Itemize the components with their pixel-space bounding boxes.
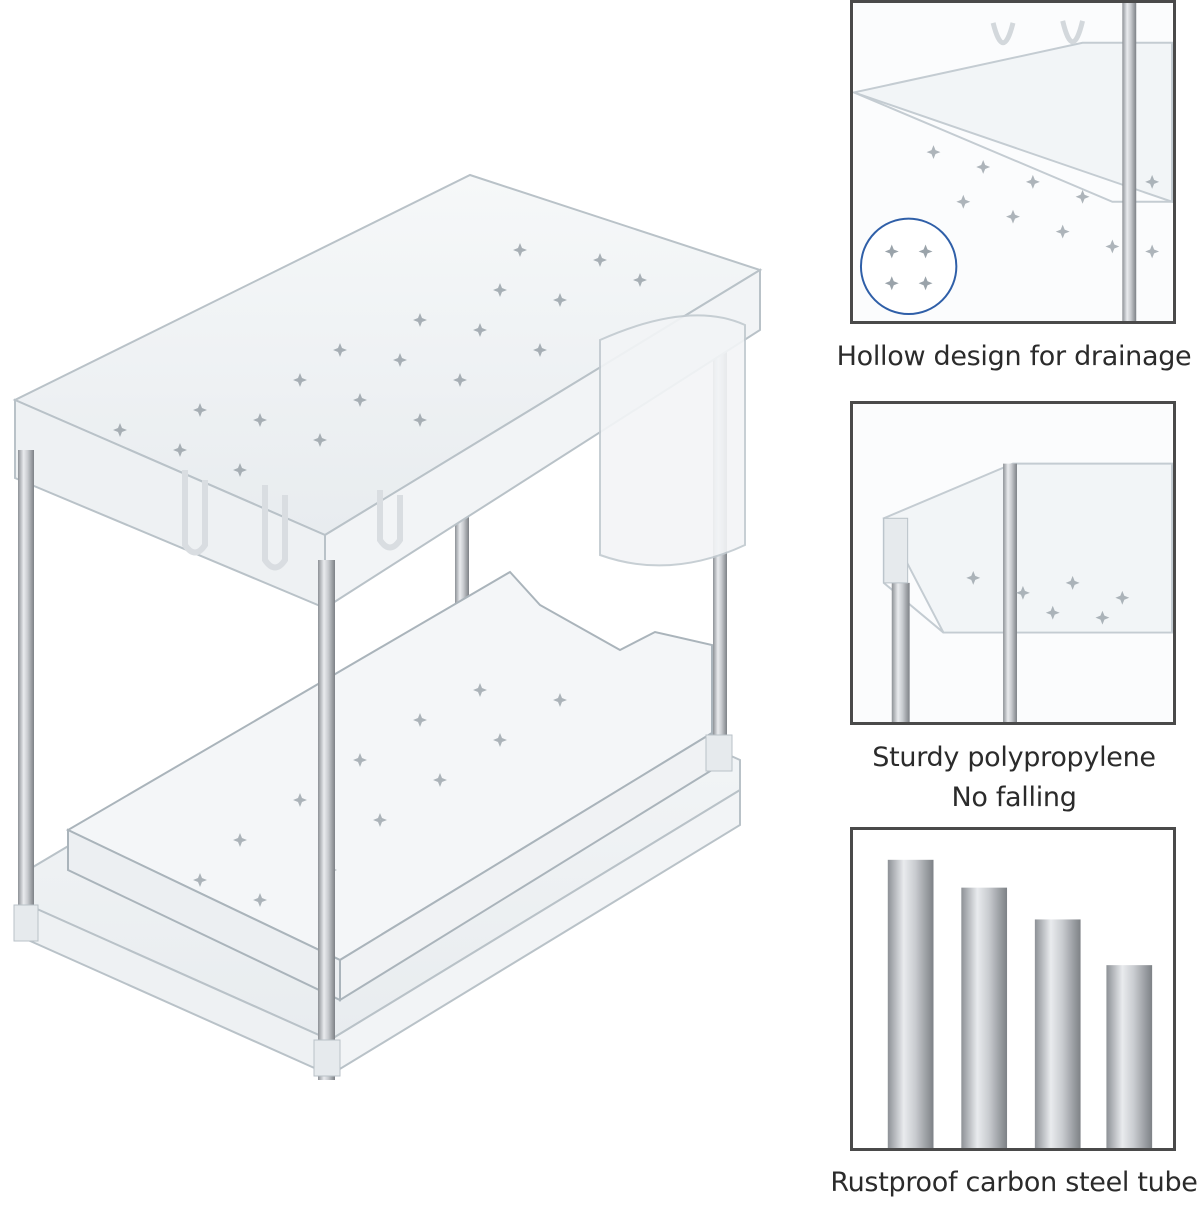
material-closeup-image bbox=[854, 404, 1173, 722]
organizer-rack-image bbox=[12, 173, 763, 1080]
zoom-circle-icon bbox=[859, 217, 958, 316]
drainage-closeup-image bbox=[853, 3, 1173, 321]
tube-closeup-image bbox=[854, 830, 1172, 1148]
product-illustration bbox=[12, 173, 763, 1080]
feature-panel-drainage bbox=[850, 0, 1176, 324]
caption-drainage: Hollow design for drainage bbox=[836, 341, 1192, 372]
caption-tube: Rustproof carbon steel tube bbox=[830, 1167, 1198, 1198]
feature-panel-tube bbox=[850, 827, 1176, 1151]
feature-panel-material bbox=[850, 401, 1176, 725]
caption-material: Sturdy polypropylene No falling bbox=[872, 742, 1156, 813]
